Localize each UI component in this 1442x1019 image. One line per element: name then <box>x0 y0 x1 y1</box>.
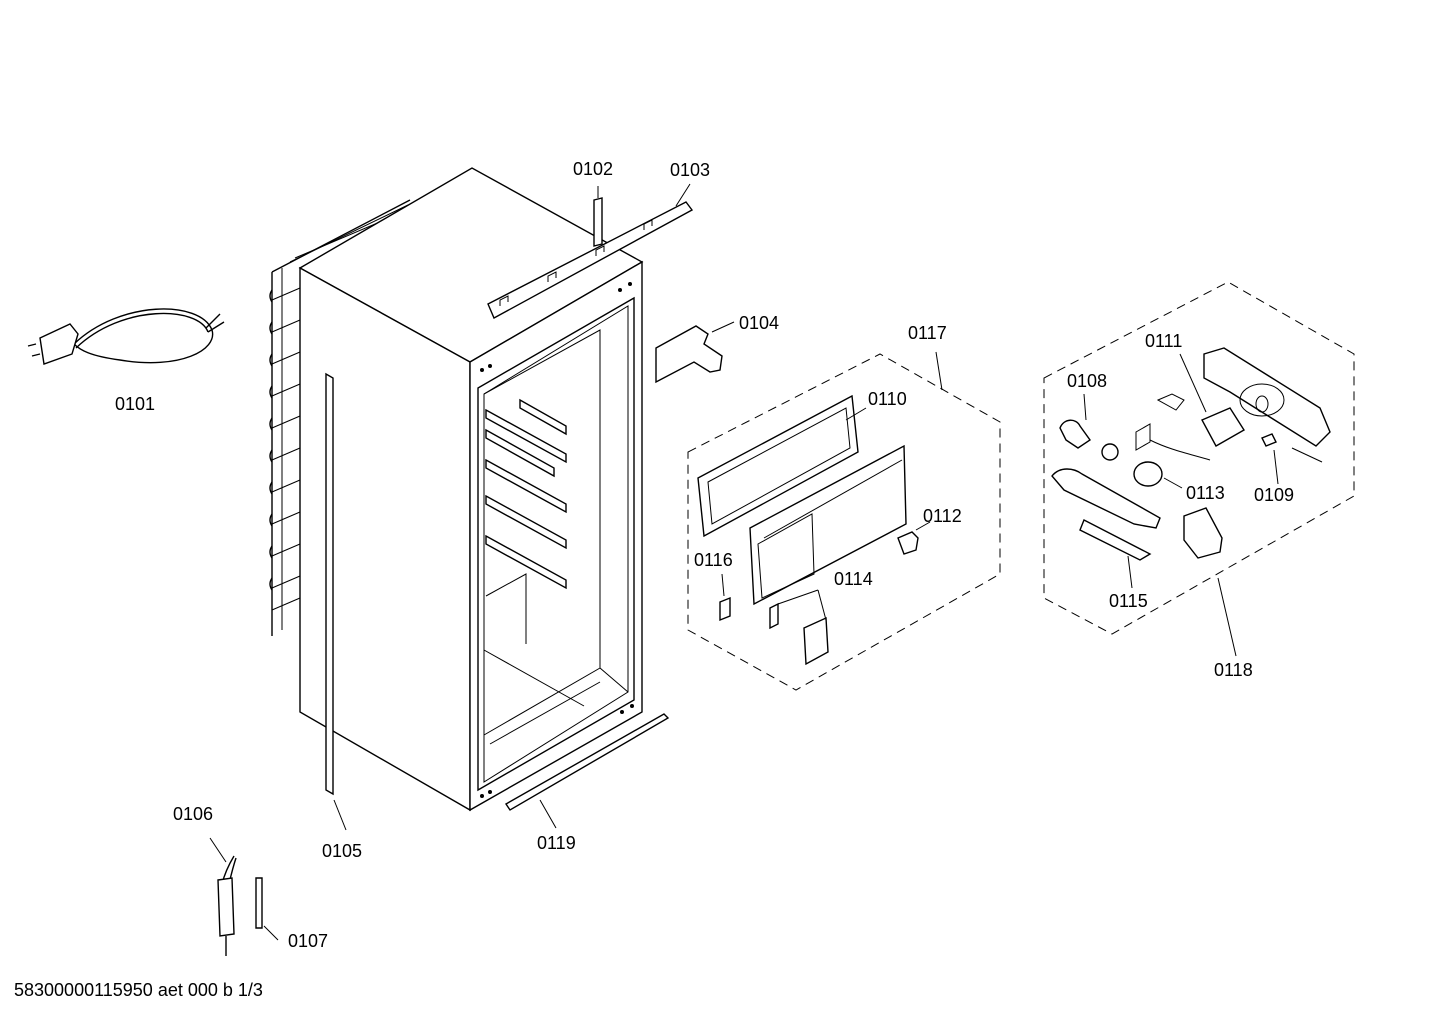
label-0108: 0108 <box>1067 371 1107 391</box>
label-0110: 0110 <box>868 389 907 409</box>
label-0114: 0114 <box>834 569 873 589</box>
label-0101: 0101 <box>115 394 155 414</box>
part-0103-rail <box>487 183 694 319</box>
label-0112: 0112 <box>923 506 962 526</box>
label-0118: 0118 <box>1214 660 1253 680</box>
group-0118-control-assembly <box>1043 281 1355 657</box>
part-0102-bracket <box>593 186 603 247</box>
part-0104-hinge <box>655 321 735 384</box>
group-0117-door-assembly <box>687 351 1001 691</box>
condenser-coil <box>269 199 411 636</box>
label-0119: 0119 <box>537 833 576 853</box>
label-0104: 0104 <box>739 313 779 333</box>
label-0102: 0102 <box>573 159 613 179</box>
label-0111: 0111 <box>1145 331 1182 351</box>
part-0106-sensor <box>209 837 237 956</box>
label-0113: 0113 <box>1186 483 1225 503</box>
part-0107-sensor <box>255 877 279 941</box>
part-0105-strip <box>325 372 347 831</box>
label-0116: 0116 <box>694 550 733 570</box>
cabinet-body <box>298 167 644 812</box>
label-0103: 0103 <box>670 160 710 180</box>
label-0106: 0106 <box>173 804 213 824</box>
label-0105: 0105 <box>322 841 362 861</box>
label-0107: 0107 <box>288 931 328 951</box>
part-0101-power-cord <box>27 308 225 365</box>
part-0119-strip <box>505 713 670 829</box>
label-0117: 0117 <box>908 323 947 343</box>
label-0115: 0115 <box>1109 591 1148 611</box>
label-0109: 0109 <box>1254 485 1294 505</box>
drawing-reference-footer: 58300000115950 aet 000 b 1/3 <box>14 980 263 1000</box>
